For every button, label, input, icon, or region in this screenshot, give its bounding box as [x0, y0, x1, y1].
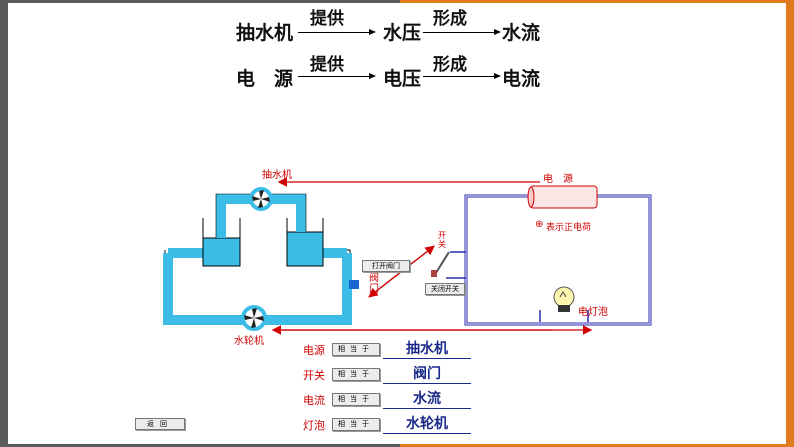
arrow-head-icon	[494, 29, 501, 35]
frame-right	[786, 0, 794, 447]
row-answer: 水轮机	[383, 416, 471, 434]
equation-right: 水流	[502, 22, 541, 44]
arrow-head-icon	[494, 73, 501, 79]
back-button[interactable]: 返回	[135, 418, 185, 430]
row-answer: 水流	[383, 391, 471, 409]
equation-over-2: 形成	[433, 9, 467, 29]
water-circuit	[163, 187, 359, 331]
open-valve-button[interactable]: 打开阀门	[362, 260, 410, 272]
arrow-head-icon	[369, 73, 376, 79]
valve-icon	[349, 280, 359, 289]
positive-charge-label: 表示正电荷	[546, 223, 592, 233]
equation-arrow-2	[423, 76, 495, 77]
valve-label: 阀 门	[369, 273, 379, 295]
row-label: 灯泡	[303, 419, 325, 432]
equation-left: 抽水机	[236, 22, 294, 44]
source-label: 电 源	[543, 174, 573, 185]
frame-top-left	[0, 0, 400, 3]
bulb-label: 电灯泡	[578, 307, 608, 318]
equation-arrow-1	[298, 76, 370, 77]
switch-base-icon	[431, 270, 437, 277]
row-answer: 阀门	[383, 366, 471, 384]
positive-charge-icon: ⊕	[535, 219, 544, 230]
close-switch-button[interactable]: 关闭开关	[425, 283, 465, 295]
row-label: 电流	[303, 394, 325, 407]
equation-over-1: 提供	[310, 9, 344, 29]
electric-circuit	[431, 185, 652, 326]
arrow-head-icon	[369, 29, 376, 35]
pump-rotor-icon	[252, 190, 270, 208]
equation-left: 电 源	[236, 68, 294, 90]
switch-label: 开 关	[438, 231, 446, 249]
row-answer: 抽水机	[383, 341, 471, 359]
row-label: 电源	[303, 344, 325, 357]
row-label: 开关	[303, 369, 325, 382]
frame-bottom-left	[0, 444, 400, 447]
frame-left	[0, 0, 8, 447]
equivalent-button[interactable]: 相当于	[332, 343, 380, 356]
turbine-rotor-icon	[244, 308, 264, 328]
equation-over-1: 提供	[310, 55, 344, 75]
equivalent-button[interactable]: 相当于	[332, 393, 380, 406]
bulb-icon	[553, 286, 575, 308]
equation-middle: 水压	[383, 22, 422, 44]
equivalent-button[interactable]: 相当于	[332, 368, 380, 381]
equation-middle: 电压	[383, 68, 422, 90]
equation-arrow-2	[423, 32, 495, 33]
equation-right: 电流	[502, 68, 541, 90]
equivalent-button[interactable]: 相当于	[332, 418, 380, 431]
equation-over-2: 形成	[433, 55, 467, 75]
equation-arrow-1	[298, 32, 370, 33]
turbine-label: 水轮机	[234, 336, 264, 347]
pump-label: 抽水机	[262, 170, 292, 181]
